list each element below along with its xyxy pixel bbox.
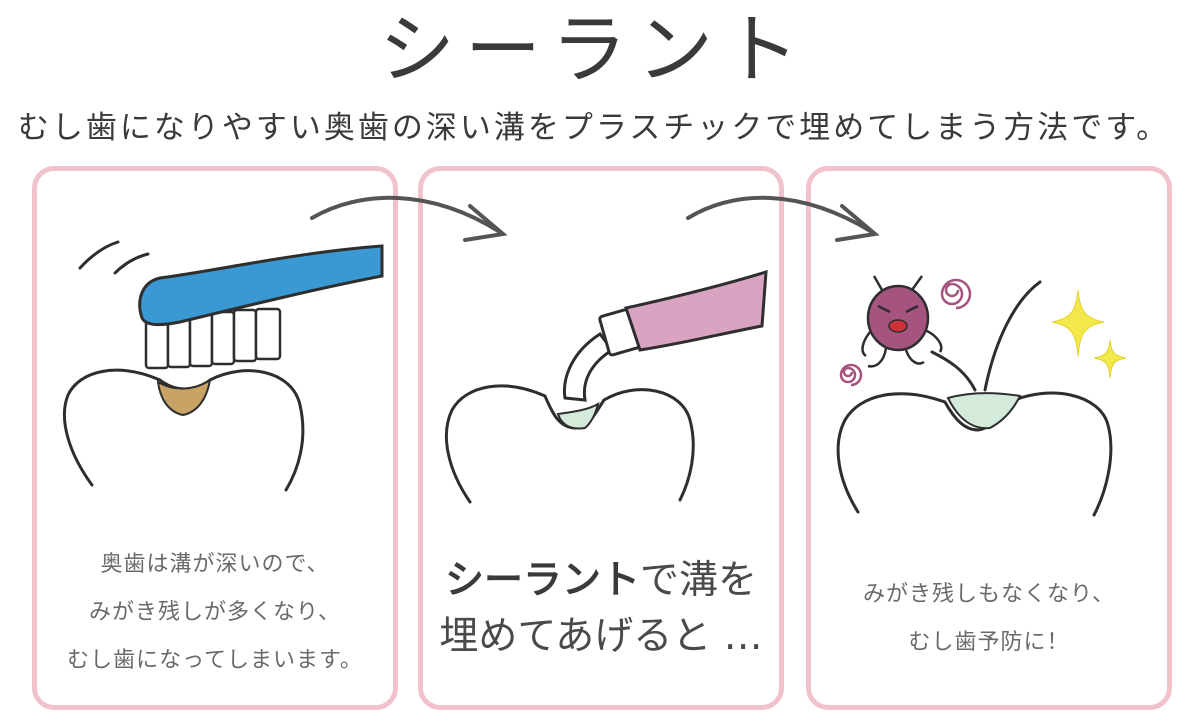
panel-step-2: シーラントで溝を 埋めてあげると … xyxy=(418,166,784,710)
caption-line: 奥歯は溝が深いので、 xyxy=(100,552,330,577)
panel-step-1: 奥歯は溝が深いので、 みがき残しが多くなり、 むし歯になってしまいます。 xyxy=(32,166,398,710)
page-title: シーラント xyxy=(379,5,809,94)
caption-line: みがき残しもなくなり、 xyxy=(862,582,1116,607)
sealant-term: シーラント xyxy=(444,558,640,603)
page-subtitle: むし歯になりやすい奥歯の深い溝をプラスチックで埋めてしまう方法です。 xyxy=(17,110,1171,146)
caption-line: 埋めてあげると … xyxy=(439,614,763,659)
panel-2-caption: シーラントで溝を 埋めてあげると … xyxy=(423,553,779,665)
caption-line: むし歯予防に！ xyxy=(908,630,1070,655)
panel-3-caption: みがき残しもなくなり、 むし歯予防に！ xyxy=(811,571,1167,667)
caption-line: むし歯になってしまいます。 xyxy=(67,648,363,673)
panel-step-3: みがき残しもなくなり、 むし歯予防に！ xyxy=(806,166,1172,710)
caption-line: みがき残しが多くなり、 xyxy=(88,600,342,625)
caption-line-rest: で溝を xyxy=(640,558,758,603)
panel-1-caption: 奥歯は溝が深いので、 みがき残しが多くなり、 むし歯になってしまいます。 xyxy=(37,541,393,685)
